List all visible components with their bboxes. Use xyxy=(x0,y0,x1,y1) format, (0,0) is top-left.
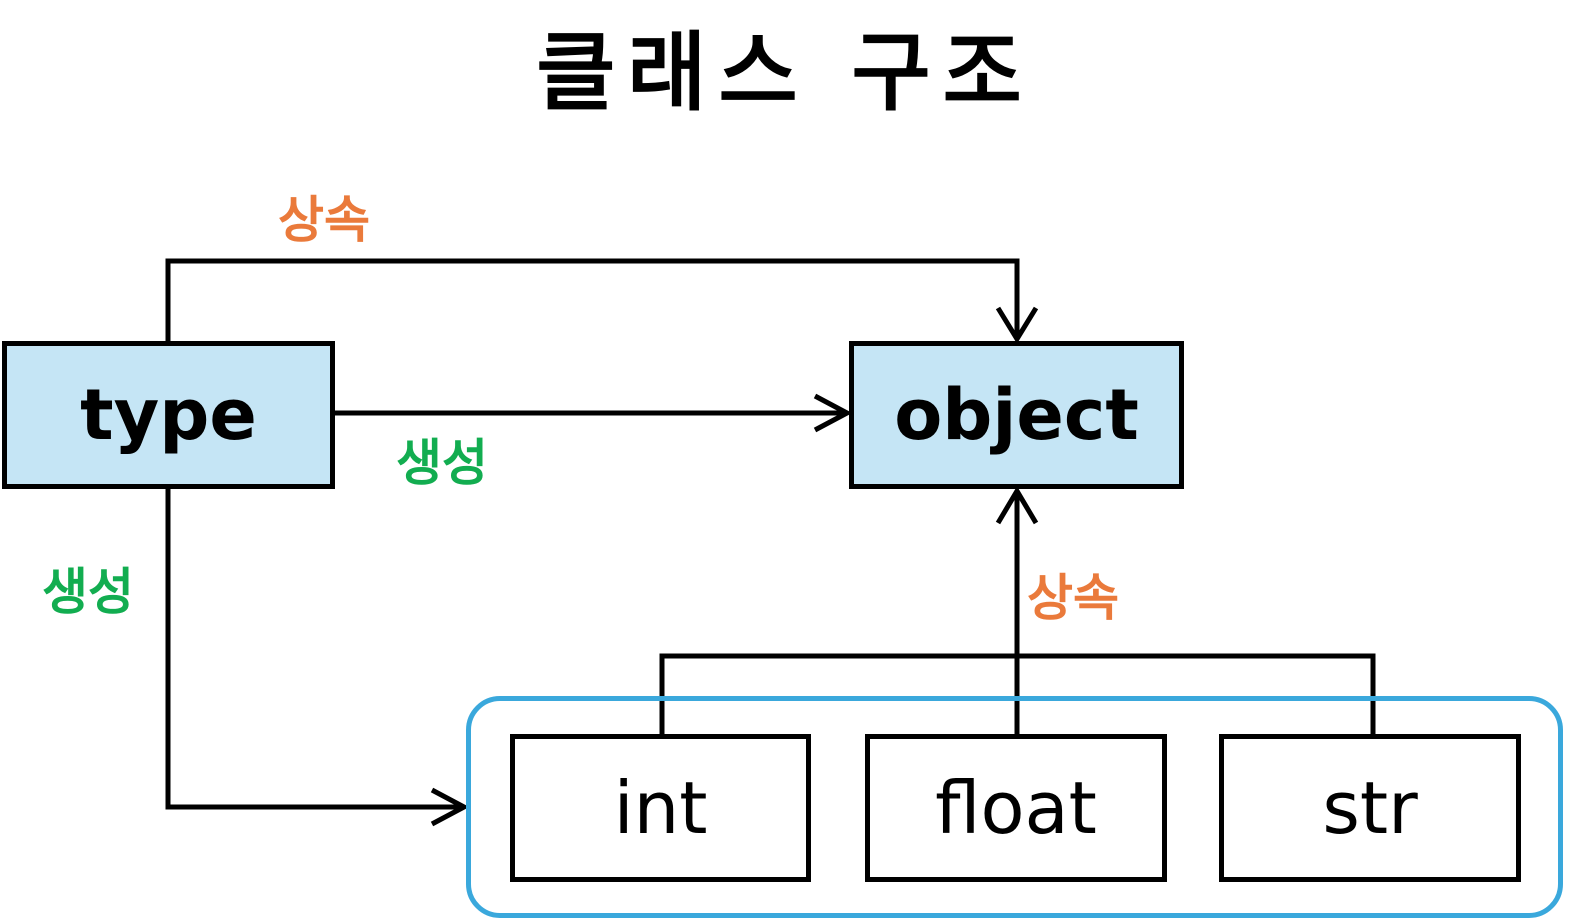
node-object: object xyxy=(849,341,1184,489)
builtin-types-group xyxy=(466,696,1563,918)
label-create-type-object: 생성 xyxy=(396,434,488,492)
label-inherit-builtins-object: 상속 xyxy=(1027,569,1119,627)
node-type: type xyxy=(2,341,335,489)
arrowhead-type-inherits-object xyxy=(995,306,1039,344)
node-int: int xyxy=(510,734,811,882)
arrowhead-type-creates-builtins xyxy=(430,787,470,827)
edge-type-inherits-object xyxy=(165,258,1020,341)
label-inherit-type-object: 상속 xyxy=(278,191,370,249)
node-str: str xyxy=(1219,734,1521,882)
arrowhead-type-creates-object xyxy=(813,393,853,433)
node-float: float xyxy=(865,734,1167,882)
arrowhead-builtins-inherit-object xyxy=(995,486,1039,525)
label-create-type-builtins: 생성 xyxy=(42,563,134,621)
diagram-title: 클래스 구조 xyxy=(536,23,1034,123)
edge-type-creates-builtins xyxy=(165,489,464,810)
